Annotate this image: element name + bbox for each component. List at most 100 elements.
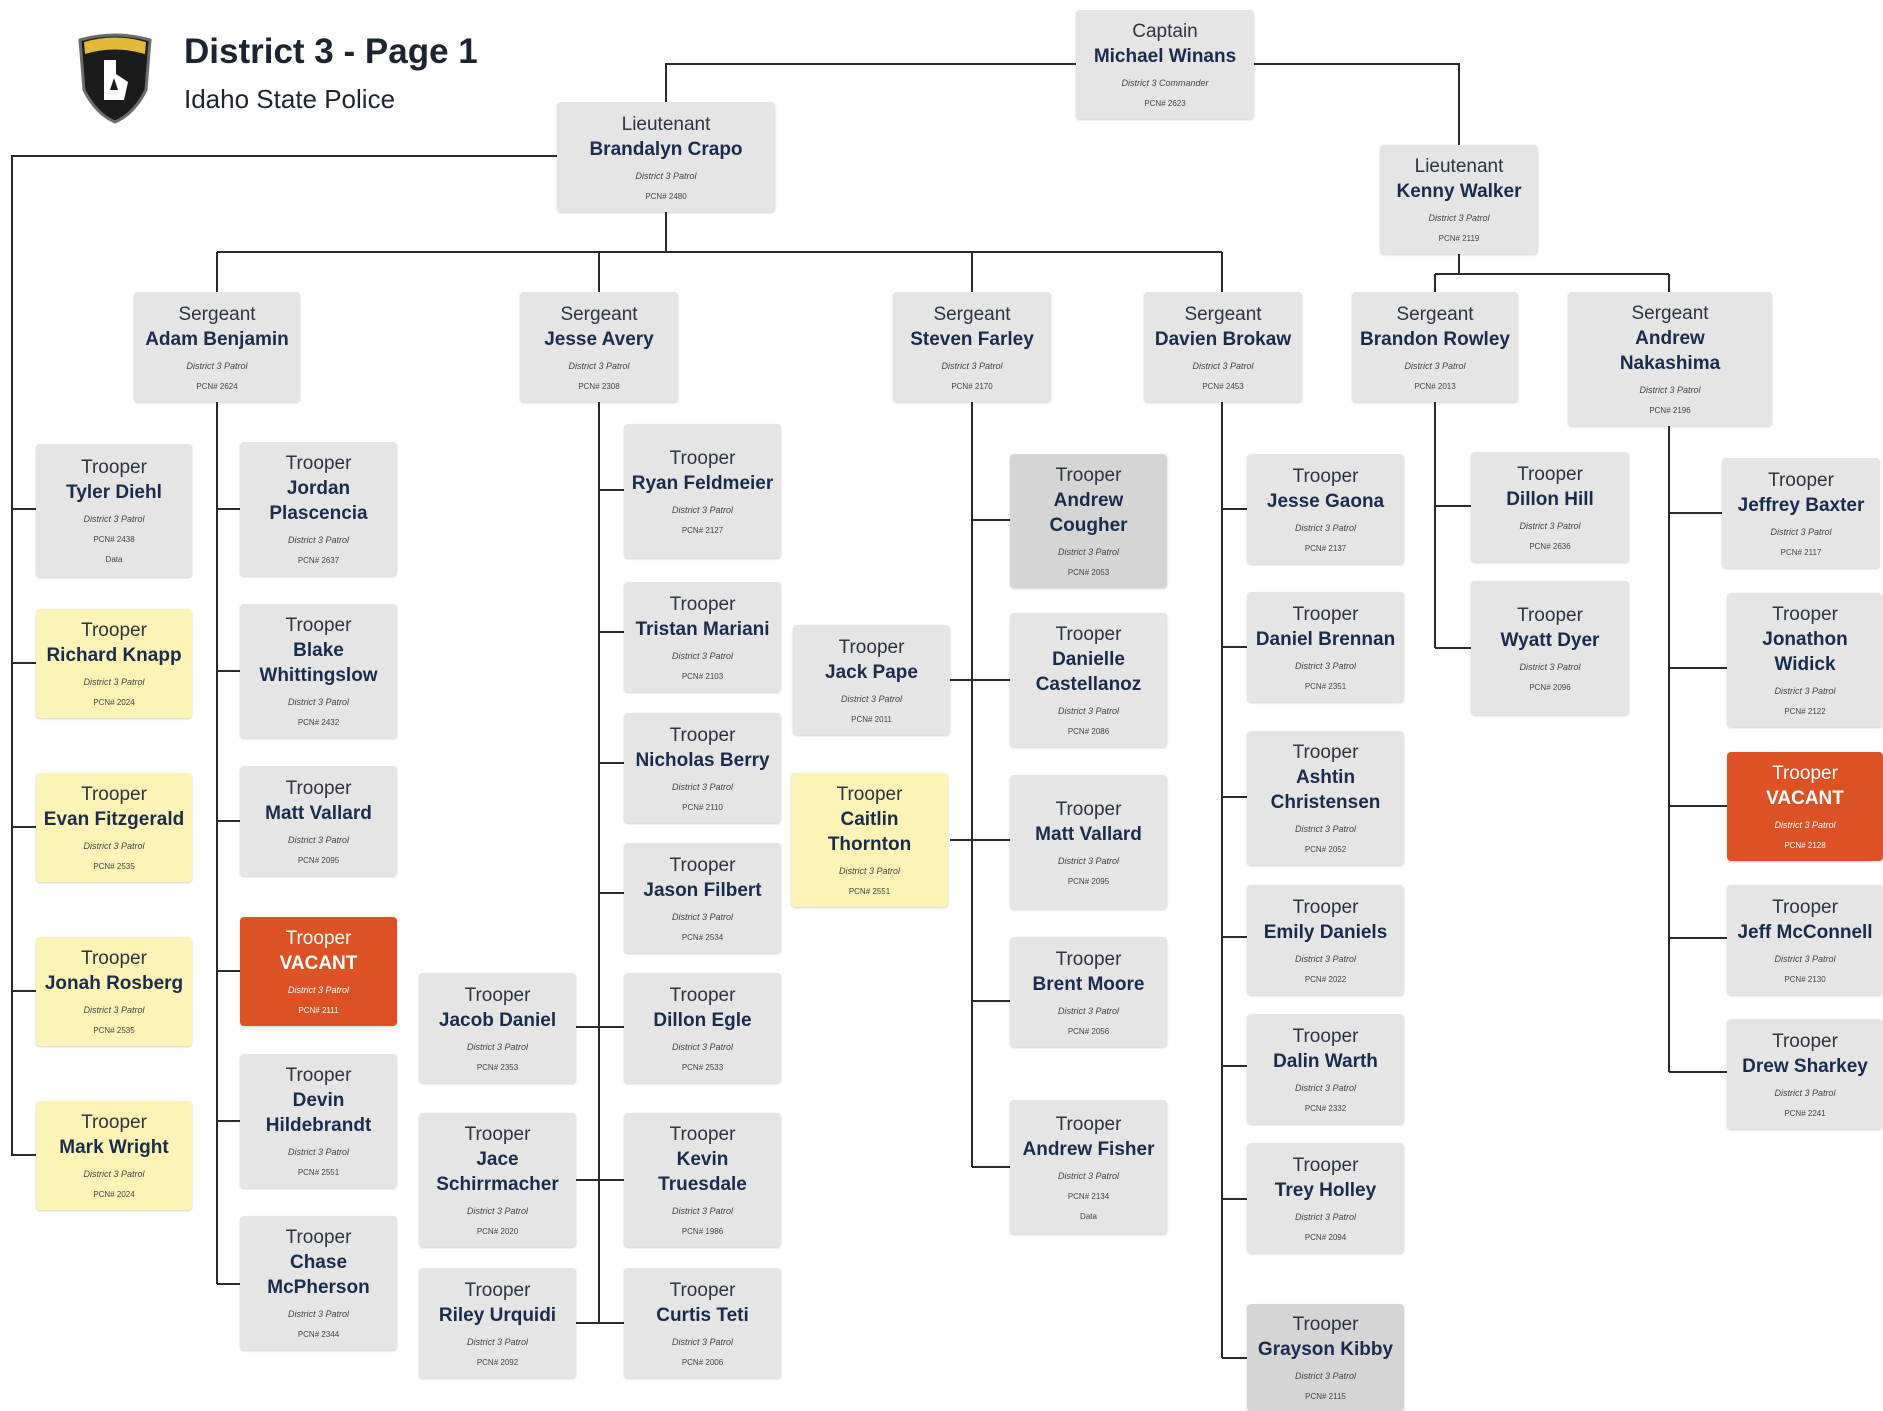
card-name: Trey Holley	[1274, 1179, 1377, 1201]
card-rank: Trooper	[1292, 1025, 1359, 1047]
card-rank: Trooper	[81, 620, 147, 641]
card-jonah-rosberg[interactable]: Trooper Jonah Rosberg District 3 Patrol …	[36, 937, 192, 1046]
card-unit: District 3 Patrol	[1057, 855, 1119, 866]
card-name: Jacob Daniel	[438, 1009, 557, 1031]
card-danielle-castellanoz[interactable]: Trooper Danielle Castellanoz District 3 …	[1010, 613, 1167, 747]
card-pcn: PCN# 2344	[297, 1330, 340, 1339]
card-ryan-feldmeier[interactable]: Trooper Ryan Feldmeier District 3 Patrol…	[624, 424, 781, 558]
card-kenny-walker[interactable]: Lieutenant Kenny Walker District 3 Patro…	[1380, 145, 1538, 254]
card-rank: Trooper	[464, 984, 531, 1006]
card-michael-winans[interactable]: Captain Michael Winans District 3 Comman…	[1076, 10, 1254, 119]
card-grayson-kibby[interactable]: Trooper Grayson Kibby District 3 Patrol …	[1247, 1304, 1404, 1411]
card-andrew-fisher[interactable]: Trooper Andrew Fisher District 3 Patrol …	[1010, 1100, 1167, 1234]
card-rank: Sergeant	[178, 303, 256, 325]
card-evan-fitzgerald[interactable]: Trooper Evan Fitzgerald District 3 Patro…	[36, 773, 192, 882]
card-trey-holley[interactable]: Trooper Trey Holley District 3 Patrol PC…	[1247, 1143, 1404, 1253]
card-name: Devin Hildebrandt	[265, 1090, 372, 1136]
card-unit: District 3 Patrol	[1192, 360, 1254, 371]
card-jesse-avery[interactable]: Sergeant Jesse Avery District 3 Patrol P…	[520, 292, 678, 402]
card-unit: District 3 Patrol	[1057, 706, 1119, 716]
card-unit: District 3 Patrol	[466, 1206, 528, 1216]
card-pcn: PCN# 2119	[1438, 234, 1480, 243]
card-pcn: PCN# 2110	[682, 802, 723, 812]
card-andrew-cougher[interactable]: Trooper Andrew Cougher District 3 Patrol…	[1010, 454, 1167, 588]
card-jace-schirrmacher[interactable]: Trooper Jace Schirrmacher District 3 Pat…	[419, 1113, 576, 1247]
card-richard-knapp[interactable]: Trooper Richard Knapp District 3 Patrol …	[36, 609, 192, 718]
card-matt-vallard[interactable]: Trooper Matt Vallard District 3 Patrol P…	[240, 766, 397, 876]
card-rank: Trooper	[1292, 465, 1359, 487]
card-unit: District 3 Patrol	[840, 693, 902, 704]
card-caitlin-thornton[interactable]: Trooper Caitlin Thornton District 3 Patr…	[791, 773, 948, 907]
card-jeffrey-baxter[interactable]: Trooper Jeffrey Baxter District 3 Patrol…	[1722, 458, 1880, 568]
card-unit: District 3 Patrol	[1294, 1211, 1356, 1222]
card-vacant[interactable]: Trooper VACANT District 3 Patrol PCN# 21…	[1727, 752, 1883, 861]
card-vacant[interactable]: Trooper VACANT District 3 Patrol PCN# 21…	[240, 917, 397, 1026]
card-mark-wright[interactable]: Trooper Mark Wright District 3 Patrol PC…	[36, 1101, 192, 1210]
card-pcn: PCN# 2637	[297, 556, 340, 565]
card-name: Kenny Walker	[1396, 181, 1522, 202]
card-pcn: PCN# 2551	[297, 1168, 340, 1177]
card-jonathon-widick[interactable]: Trooper Jonathon Widick District 3 Patro…	[1727, 593, 1883, 727]
card-pcn: PCN# 2020	[476, 1227, 519, 1236]
card-name: Emily Daniels	[1263, 921, 1388, 943]
card-emily-daniels[interactable]: Trooper Emily Daniels District 3 Patrol …	[1247, 885, 1404, 995]
card-kevin-truesdale[interactable]: Trooper Kevin Truesdale District 3 Patro…	[624, 1113, 781, 1247]
card-rank: Lieutenant	[621, 113, 711, 135]
card-rank: Trooper	[1292, 603, 1359, 625]
card-curtis-teti[interactable]: Trooper Curtis Teti District 3 Patrol PC…	[624, 1268, 781, 1378]
card-matt-vallard[interactable]: Trooper Matt Vallard District 3 Patrol P…	[1010, 775, 1167, 909]
card-rank: Trooper	[1292, 742, 1359, 763]
card-dillon-egle[interactable]: Trooper Dillon Egle District 3 Patrol PC…	[624, 973, 781, 1083]
card-adam-benjamin[interactable]: Sergeant Adam Benjamin District 3 Patrol…	[134, 292, 300, 402]
card-jacob-daniel[interactable]: Trooper Jacob Daniel District 3 Patrol P…	[419, 973, 576, 1083]
card-unit: District 3 Patrol	[671, 650, 733, 661]
card-riley-urquidi[interactable]: Trooper Riley Urquidi District 3 Patrol …	[419, 1268, 576, 1378]
card-dillon-hill[interactable]: Trooper Dillon Hill District 3 Patrol PC…	[1471, 452, 1629, 562]
card-brandalyn-crapo[interactable]: Lieutenant Brandalyn Crapo District 3 Pa…	[557, 102, 775, 212]
card-pcn: PCN# 2128	[1784, 841, 1826, 850]
card-rank: Trooper	[669, 447, 736, 469]
card-tyler-diehl[interactable]: Trooper Tyler Diehl District 3 Patrol PC…	[36, 444, 192, 577]
card-ashtin-christensen[interactable]: Trooper Ashtin Christensen District 3 Pa…	[1247, 731, 1404, 865]
card-davien-brokaw[interactable]: Sergeant Davien Brokaw District 3 Patrol…	[1144, 292, 1302, 402]
card-unit: District 3 Patrol	[671, 1336, 733, 1347]
card-rank: Trooper	[81, 457, 147, 478]
card-rank: Trooper	[1772, 896, 1838, 918]
card-andrew-nakashima[interactable]: Sergeant Andrew Nakashima District 3 Pat…	[1568, 292, 1772, 426]
card-name: Daniel Brennan	[1255, 628, 1396, 650]
card-jeff-mcconnell[interactable]: Trooper Jeff McConnell District 3 Patrol…	[1727, 885, 1883, 995]
card-name: Tristan Mariani	[635, 618, 770, 640]
card-unit: District 3 Patrol	[1294, 953, 1356, 964]
card-rank: Trooper	[1055, 624, 1122, 645]
card-chase-mcpherson[interactable]: Trooper Chase McPherson District 3 Patro…	[240, 1216, 397, 1350]
card-name: Caitlin Thornton	[827, 809, 912, 855]
card-jesse-gaona[interactable]: Trooper Jesse Gaona District 3 Patrol PC…	[1247, 454, 1404, 564]
card-jack-pape[interactable]: Trooper Jack Pape District 3 Patrol PCN#…	[793, 625, 950, 735]
card-steven-farley[interactable]: Sergeant Steven Farley District 3 Patrol…	[893, 292, 1051, 402]
card-name: Kevin Truesdale	[658, 1149, 747, 1195]
card-rank: Trooper	[669, 984, 736, 1006]
card-pcn: PCN# 2551	[848, 887, 891, 896]
card-dalin-warth[interactable]: Trooper Dalin Warth District 3 Patrol PC…	[1247, 1014, 1404, 1124]
card-wyatt-dyer[interactable]: Trooper Wyatt Dyer District 3 Patrol PCN…	[1471, 581, 1629, 715]
card-unit: District 3 Patrol	[83, 1169, 145, 1179]
card-pcn: PCN# 2480	[645, 191, 687, 201]
card-jason-filbert[interactable]: Trooper Jason Filbert District 3 Patrol …	[624, 843, 781, 953]
card-daniel-brennan[interactable]: Trooper Daniel Brennan District 3 Patrol…	[1247, 592, 1404, 702]
card-name: Dillon Hill	[1506, 488, 1594, 510]
card-tristan-mariani[interactable]: Trooper Tristan Mariani District 3 Patro…	[624, 582, 781, 692]
card-unit: District 3 Patrol	[1294, 1082, 1356, 1093]
card-pcn: PCN# 2535	[93, 1026, 135, 1035]
card-name: Jason Filbert	[643, 879, 762, 901]
card-brent-moore[interactable]: Trooper Brent Moore District 3 Patrol PC…	[1010, 937, 1167, 1047]
card-drew-sharkey[interactable]: Trooper Drew Sharkey District 3 Patrol P…	[1727, 1019, 1883, 1129]
card-jordan-plascencia[interactable]: Trooper Jordan Plascencia District 3 Pat…	[240, 442, 397, 576]
card-name: Adam Benjamin	[145, 328, 289, 350]
card-devin-hildebrandt[interactable]: Trooper Devin Hildebrandt District 3 Pat…	[240, 1054, 397, 1188]
card-blake-whittingslow[interactable]: Trooper Blake Whittingslow District 3 Pa…	[240, 604, 397, 738]
card-rank: Trooper	[285, 453, 352, 474]
card-unit: District 3 Patrol	[1294, 1371, 1356, 1381]
card-nicholas-berry[interactable]: Trooper Nicholas Berry District 3 Patrol…	[624, 713, 781, 823]
card-pcn: PCN# 2094	[1304, 1232, 1347, 1242]
card-brandon-rowley[interactable]: Sergeant Brandon Rowley District 3 Patro…	[1352, 292, 1518, 402]
